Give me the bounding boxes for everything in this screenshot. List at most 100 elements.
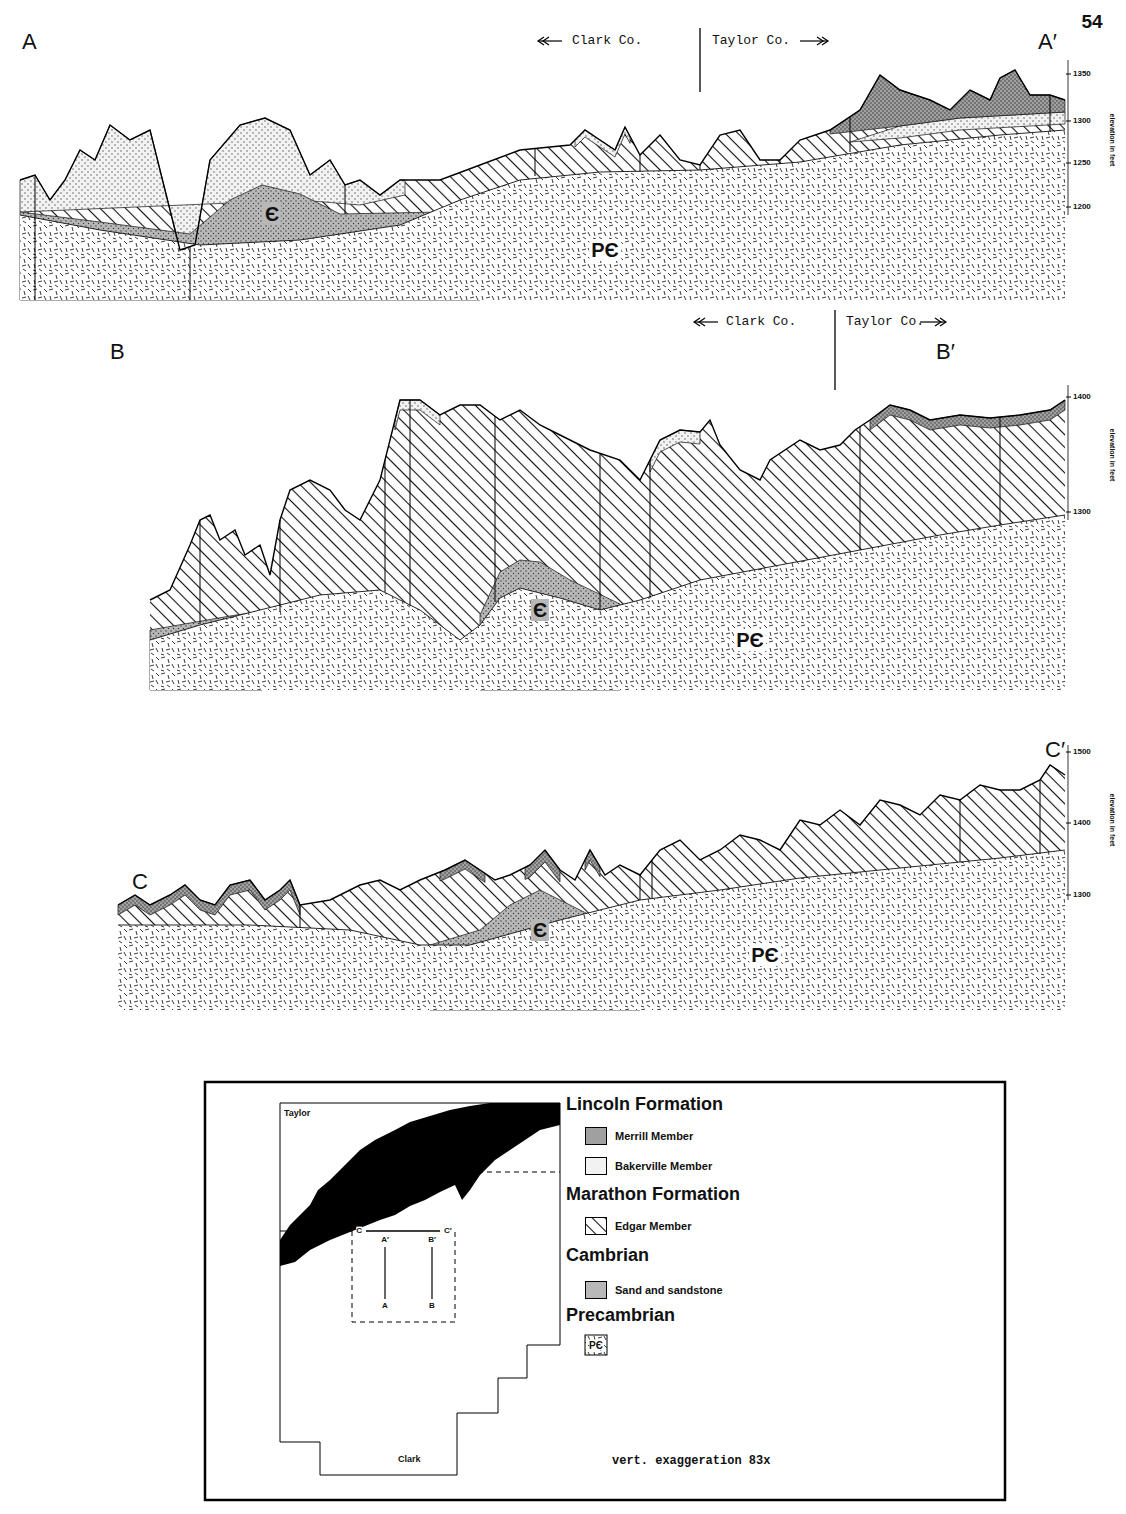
county-outline [280, 1103, 560, 1475]
map-label: A [382, 1302, 388, 1311]
elevation-axis [1068, 60, 1069, 215]
elevation-value: 1300 [1073, 117, 1091, 126]
county-arrow-head [543, 37, 549, 45]
map-label: A′ [381, 1236, 389, 1245]
map-label: Taylor Co. [712, 34, 790, 48]
legend-swatch [585, 1157, 607, 1175]
elevation-tick [1066, 207, 1071, 208]
section-line [366, 1230, 440, 1231]
map-label: C [132, 870, 148, 894]
county-divider [834, 310, 835, 390]
edgar-member-fill [150, 400, 1065, 690]
edgar-member-fill [118, 765, 1065, 1010]
elevation-value: 1200 [1073, 203, 1091, 212]
well-line [600, 453, 601, 610]
legend-heading: Lincoln Formation [566, 1095, 723, 1115]
map-label: PЄ [734, 629, 766, 651]
legend-text: Merrill Member [615, 1130, 693, 1142]
unit-fill [650, 430, 700, 472]
precambrian-fill [20, 130, 1065, 300]
map-label: A [22, 30, 37, 54]
map-label: C [356, 1227, 362, 1236]
precambrian-fill [118, 850, 1065, 1010]
well-line [850, 117, 851, 152]
well-line [1040, 780, 1041, 854]
map-label: A′ [1038, 30, 1057, 54]
legend-swatch-art [586, 1218, 606, 1234]
elevation-axis [1068, 385, 1069, 520]
well-line [495, 416, 496, 602]
elevation-value: 1300 [1073, 891, 1091, 900]
well-line [780, 160, 781, 164]
well-line [35, 175, 36, 300]
unconformity-line [118, 850, 1065, 945]
well-line [300, 905, 301, 928]
map-label: B′ [428, 1236, 436, 1245]
county-arrow-head [817, 37, 823, 45]
map-label: elevation in feet [1108, 429, 1116, 482]
county-arrow-head [699, 318, 705, 326]
well-line [650, 460, 651, 598]
map-label: Taylor Co. [846, 315, 924, 329]
map-label: vert. exaggeration 83x [612, 1455, 770, 1468]
well-line [1000, 417, 1001, 525]
map-label: Taylor [284, 1109, 310, 1119]
elevation-value: 1250 [1073, 159, 1091, 168]
elevation-value: 1300 [1073, 508, 1091, 517]
well-line [190, 247, 191, 300]
map-label: elevation in feet [1108, 114, 1116, 167]
map-label: Clark Co. [572, 34, 642, 48]
county-arrow-head [935, 318, 941, 326]
elevation-tick [1066, 895, 1071, 896]
map-label: 54 [1081, 12, 1102, 33]
ground-surface [20, 70, 1065, 250]
legend-swatch [585, 1281, 607, 1299]
legend-text: Sand and sandstone [615, 1284, 723, 1296]
section-line [431, 1247, 432, 1299]
map-label: Clark Co. [726, 315, 796, 329]
elevation-tick [1066, 74, 1071, 75]
unit-fill [440, 860, 485, 882]
well-line [410, 400, 411, 606]
legend-heading: Marathon Formation [566, 1185, 740, 1205]
well-line [535, 149, 536, 177]
elevation-value: 1400 [1073, 393, 1091, 402]
elevation-value: 1500 [1073, 748, 1091, 757]
legend-heading: Precambrian [566, 1306, 675, 1326]
map-label: Є [263, 203, 281, 225]
ground-surface [118, 765, 1065, 905]
well-line [700, 165, 701, 170]
precambrian-swatch [585, 1335, 607, 1355]
legend-heading: Cambrian [566, 1246, 649, 1266]
well-line [1050, 95, 1051, 132]
map-label: B [110, 340, 125, 364]
legend-swatch [585, 1127, 607, 1145]
elevation-axis [1068, 745, 1069, 900]
well-line [385, 460, 386, 592]
unit-fill [870, 400, 1065, 430]
legend-frame [205, 1082, 1005, 1500]
county-arrow [538, 40, 562, 41]
well-line [960, 800, 961, 862]
precambrian-fill [150, 515, 1065, 690]
ground-surface [150, 400, 1065, 600]
well-line [652, 860, 653, 898]
well-line [860, 427, 861, 550]
elevation-tick [1066, 823, 1071, 824]
well-line [345, 185, 346, 214]
elevation-tick [1066, 163, 1071, 164]
map-label: PЄ [589, 1340, 603, 1351]
legend-text: Bakerville Member [615, 1160, 712, 1172]
elevation-tick [1066, 397, 1071, 398]
elevation-value: 1350 [1073, 70, 1091, 79]
county-divider [699, 28, 700, 92]
map-label: B [429, 1302, 435, 1311]
map-label: B′ [936, 340, 955, 364]
map-label: PЄ [589, 239, 621, 261]
well-line [640, 875, 641, 900]
unit-fill [525, 850, 560, 882]
well-line [640, 155, 641, 172]
elevation-value: 1400 [1073, 819, 1091, 828]
